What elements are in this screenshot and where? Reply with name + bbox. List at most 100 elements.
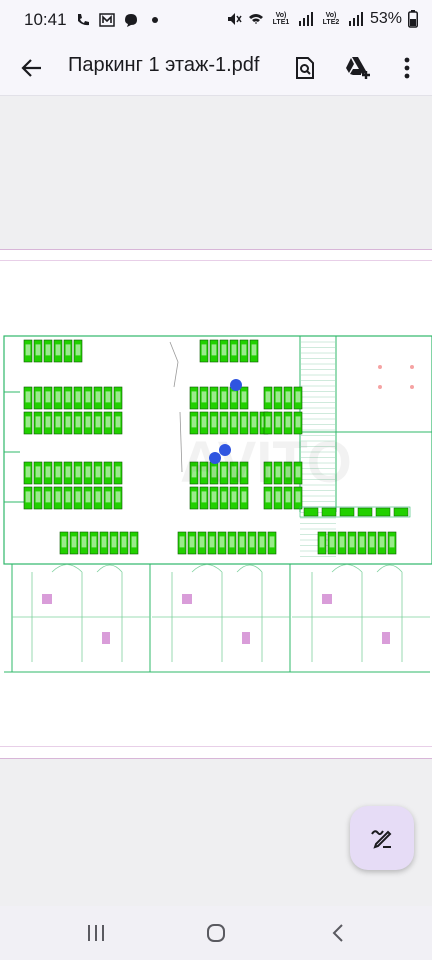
edit-pen-icon <box>371 830 392 849</box>
add-to-drive-button[interactable] <box>340 50 376 86</box>
parking-spot-car <box>85 466 91 478</box>
parking-floor-plan[interactable]: AVITO <box>0 332 432 692</box>
parking-spot-car <box>25 416 31 428</box>
parking-spot-horizontal <box>357 507 373 517</box>
parking-spot-car <box>81 536 87 548</box>
parking-spot-car <box>121 536 127 548</box>
recents-button[interactable] <box>76 918 116 948</box>
parking-spot-car <box>221 391 227 403</box>
parking-spot-car <box>71 536 77 548</box>
sim2-label: Vo) LTE2 <box>322 12 340 26</box>
parking-spot-car <box>75 391 81 403</box>
parking-spot-car <box>179 536 185 548</box>
parking-spot-car <box>231 391 237 403</box>
parking-spot-car <box>201 391 207 403</box>
dot-icon <box>151 17 158 23</box>
apartment-fixture <box>42 594 52 604</box>
location-marker <box>209 452 221 464</box>
parking-spot-car <box>285 491 291 503</box>
parking-spot-car <box>231 344 237 356</box>
plan-column <box>410 385 414 389</box>
parking-spot-car <box>295 491 301 503</box>
parking-spot-car <box>369 536 375 548</box>
home-button[interactable] <box>196 918 236 948</box>
apartment-fixture <box>382 632 390 644</box>
parking-spot-car <box>75 344 81 356</box>
parking-spot-horizontal <box>375 507 391 517</box>
parking-spot-car <box>75 491 81 503</box>
back-button[interactable] <box>14 50 50 86</box>
app-bar: Паркинг 1 этаж-1.pdf <box>0 40 432 96</box>
parking-spot-car <box>55 416 61 428</box>
parking-spot-car <box>231 466 237 478</box>
parking-spot-car <box>241 416 247 428</box>
parking-spot-car <box>379 536 385 548</box>
annotate-button[interactable] <box>350 806 414 870</box>
parking-spot-car <box>241 466 247 478</box>
back-arrow-icon <box>21 59 41 77</box>
parking-spot-car <box>265 391 271 403</box>
parking-spot-horizontal <box>303 507 319 517</box>
parking-spot-car <box>275 466 281 478</box>
parking-spot-car <box>265 416 271 428</box>
parking-spot-car <box>105 391 111 403</box>
apartment-rooms <box>12 572 150 662</box>
parking-spot-car <box>191 391 197 403</box>
parking-spot-car <box>211 491 217 503</box>
apartment-doors <box>331 564 403 573</box>
parking-spot-car <box>231 416 237 428</box>
parking-spot-car <box>85 491 91 503</box>
apartment-block <box>4 563 430 673</box>
parking-spot-horizontal <box>321 507 337 517</box>
more-vert-icon <box>404 57 410 79</box>
location-marker <box>219 444 231 456</box>
search-document-icon <box>296 57 314 79</box>
parking-spot-car <box>95 466 101 478</box>
parking-spot-car <box>221 491 227 503</box>
parking-spot-car <box>285 416 291 428</box>
parking-spot-car <box>209 536 215 548</box>
plan-column <box>378 385 382 389</box>
parking-spot-car <box>35 466 41 478</box>
search-in-document-button[interactable] <box>287 50 323 86</box>
parking-spot-car <box>319 536 325 548</box>
document-title: Паркинг 1 этаж-1.pdf <box>68 54 260 76</box>
parking-spot-car <box>55 466 61 478</box>
parking-spot-car <box>275 491 281 503</box>
more-options-button[interactable] <box>389 50 425 86</box>
parking-spot-car <box>265 466 271 478</box>
parking-spot-car <box>339 536 345 548</box>
parking-spot-car <box>95 491 101 503</box>
parking-spot-car <box>199 536 205 548</box>
parking-spot-car <box>295 416 301 428</box>
back-icon <box>332 924 343 942</box>
parking-spot-car <box>85 391 91 403</box>
parking-spot-car <box>25 344 31 356</box>
parking-spot-car <box>45 344 51 356</box>
parking-spot-car <box>275 416 281 428</box>
parking-spot-car <box>45 391 51 403</box>
parking-spot-car <box>285 466 291 478</box>
phone-missed-icon <box>77 14 89 26</box>
parking-spot-car <box>211 391 217 403</box>
parking-spot-car <box>131 536 137 548</box>
battery-percent: 53% <box>369 10 402 27</box>
apartment-fixture <box>322 594 332 604</box>
parking-spot-car <box>259 536 265 548</box>
apartment-rooms <box>152 572 290 662</box>
parking-spot-car <box>35 344 41 356</box>
back-nav-button[interactable] <box>318 918 358 948</box>
parking-spot-car <box>55 391 61 403</box>
parking-spot-car <box>61 536 67 548</box>
parking-spot-car <box>45 416 51 428</box>
parking-spot-car <box>221 466 227 478</box>
pdf-page[interactable]: AVITO <box>0 249 432 759</box>
parking-spot-car <box>65 391 71 403</box>
parking-spot-car <box>295 466 301 478</box>
parking-spot-horizontal <box>339 507 355 517</box>
parking-spot-car <box>25 466 31 478</box>
parking-spot-car <box>241 491 247 503</box>
apartment-doors <box>191 564 263 573</box>
chat-icon <box>124 14 137 27</box>
parking-spot-horizontal <box>393 507 409 517</box>
